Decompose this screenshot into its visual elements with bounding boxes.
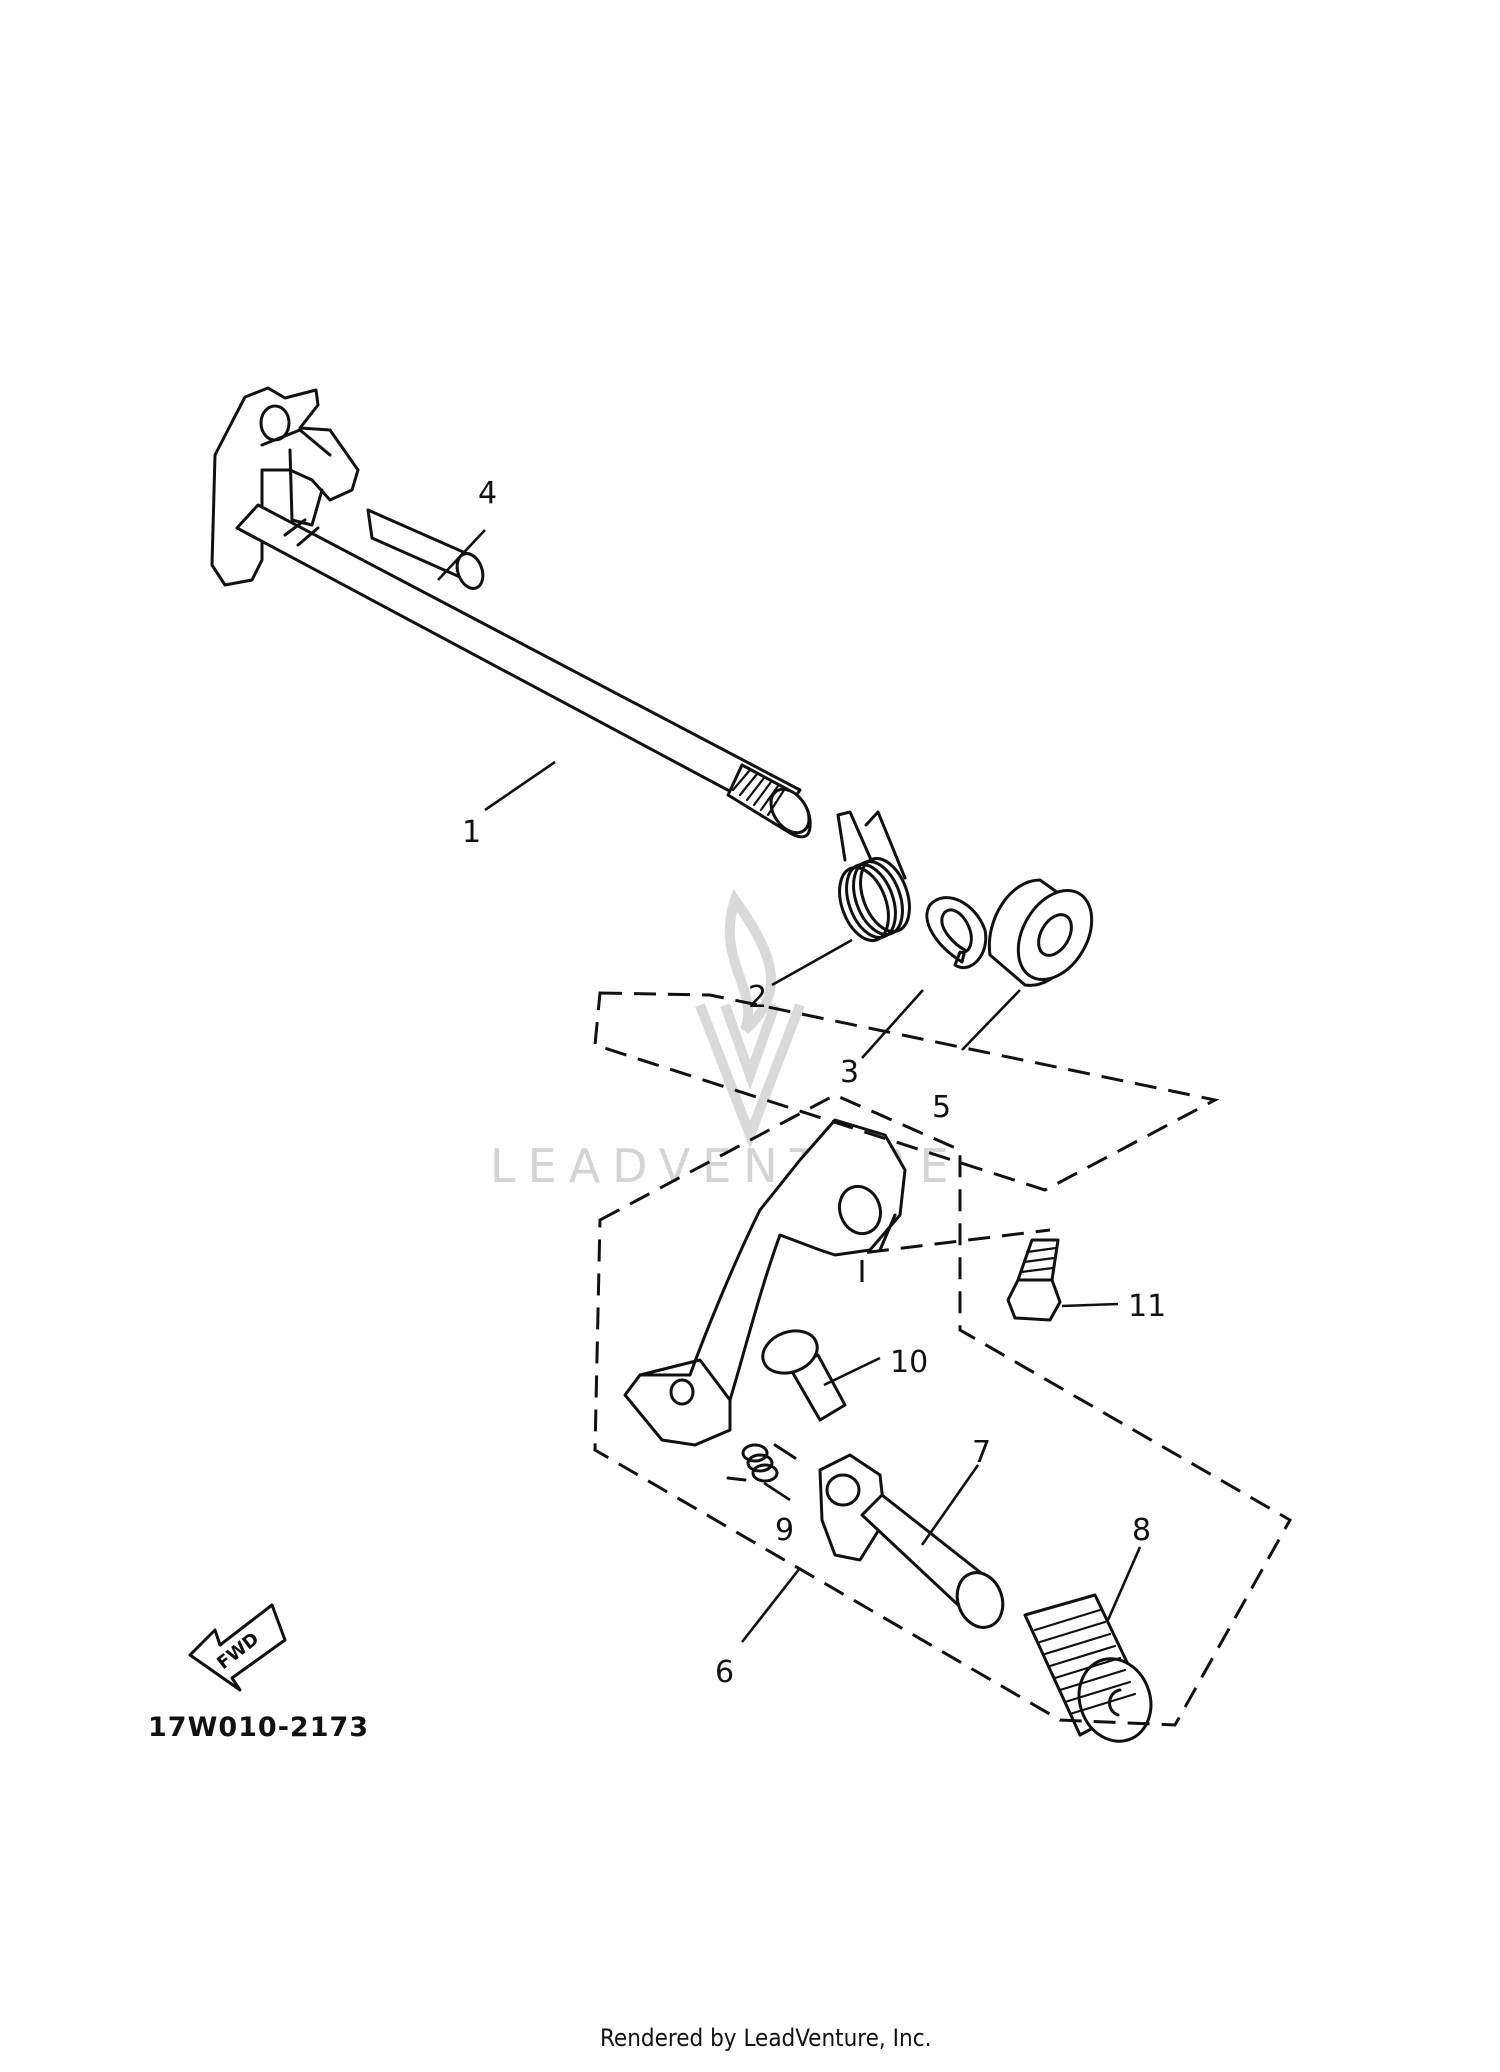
- part-8-pedal-rubber: [1023, 1593, 1153, 1743]
- callout-1: 1: [462, 815, 481, 850]
- part-6-shift-pedal: [623, 1118, 907, 1447]
- leader-1: [484, 760, 556, 812]
- callout-9: 9: [775, 1513, 794, 1548]
- callout-numbers: 1 2 3 4 5 6 7 8 9 10 11: [462, 476, 1166, 1690]
- leader-7: [920, 1464, 980, 1546]
- part-1-shift-shaft: [210, 386, 812, 839]
- leader-2: [771, 938, 853, 987]
- leader-lines: [437, 529, 1142, 1643]
- footer-credit: Rendered by LeadVenture, Inc.: [600, 2024, 931, 2052]
- callout-5: 5: [932, 1090, 951, 1125]
- diagram-code: 17W010-2173: [148, 1712, 369, 1743]
- callout-4: 4: [478, 476, 497, 511]
- watermark-logo-icon: [695, 888, 805, 1149]
- leader-6: [740, 1567, 802, 1643]
- part-2-torsion-spring: [836, 810, 911, 942]
- part-3-circlip: [925, 896, 988, 969]
- callout-10: 10: [890, 1345, 928, 1380]
- leader-3: [861, 989, 924, 1059]
- leader-5: [961, 989, 1021, 1051]
- callout-7: 7: [972, 1435, 991, 1470]
- callout-11: 11: [1128, 1289, 1166, 1324]
- leader-9: [763, 1481, 791, 1502]
- part-5-oil-seal: [987, 878, 1094, 987]
- callout-3: 3: [840, 1055, 859, 1090]
- leader-4: [437, 529, 486, 581]
- part-10-pin: [761, 1329, 847, 1422]
- leader-10: [823, 1356, 881, 1387]
- part-7-pedal-arm: [818, 1453, 1005, 1629]
- callout-6: 6: [715, 1655, 734, 1690]
- fwd-arrow-icon: FWD: [188, 1603, 287, 1692]
- leader-8: [1106, 1546, 1142, 1621]
- callout-8: 8: [1132, 1513, 1151, 1548]
- leader-11: [1061, 1302, 1119, 1308]
- part-9-spring: [726, 1443, 797, 1483]
- callout-2: 2: [748, 980, 767, 1015]
- group-outline: [593, 991, 1293, 1727]
- part-11-bolt: [1006, 1238, 1062, 1322]
